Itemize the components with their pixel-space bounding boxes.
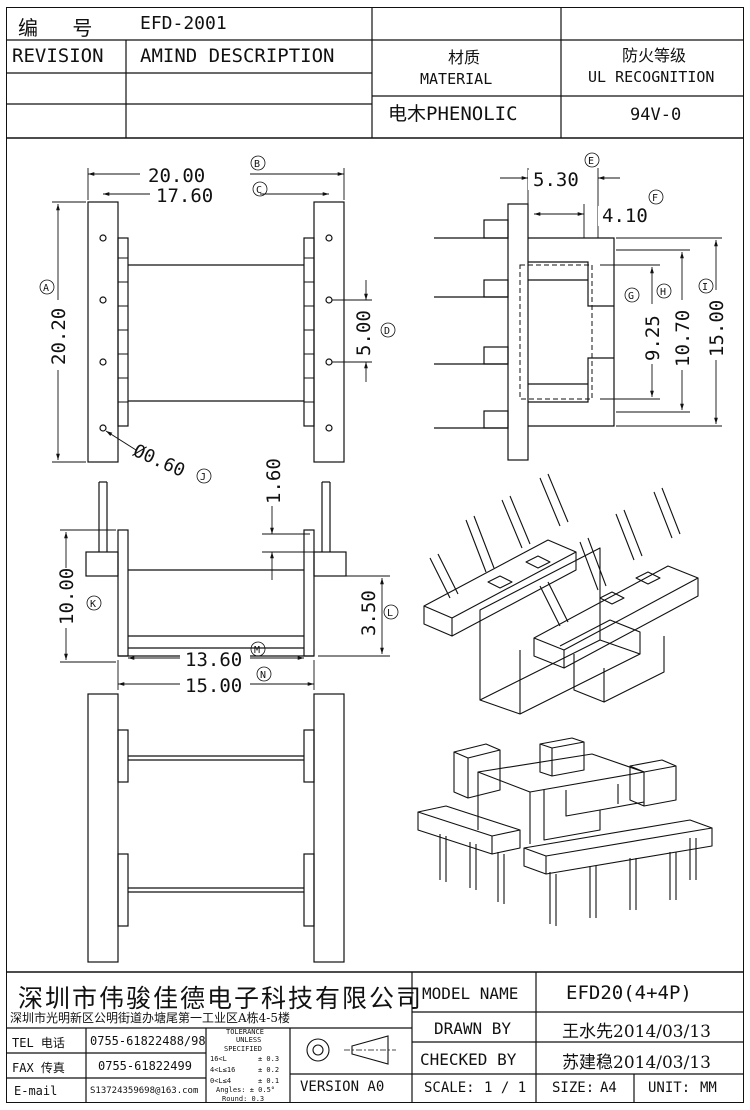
tel-label: TEL 电话 — [12, 1036, 65, 1050]
tel-value: 0755-61822488/98 — [90, 1034, 206, 1048]
size-value: A4 — [600, 1080, 617, 1096]
dim-e-value: 5.30 — [533, 169, 579, 191]
tolerance-row-value: ± 0.1 — [258, 1077, 280, 1085]
dim-g-value: 9.25 — [642, 315, 664, 361]
scale-label: SCALE: — [424, 1080, 475, 1096]
front-view — [85, 481, 347, 657]
dim-f-letter: F — [652, 193, 658, 204]
dim-i-letter: I — [702, 282, 708, 293]
fax-label: FAX 传真 — [12, 1061, 65, 1075]
dim-m-value: 13.60 — [185, 649, 242, 671]
material-en: MATERIAL — [420, 70, 493, 88]
scale-value: 1 / 1 — [484, 1080, 527, 1096]
dim-k-value: 10.00 — [56, 568, 78, 625]
email-value: S13724359698@163.com — [90, 1086, 199, 1096]
tolerance-unless: UNLESS — [236, 1036, 262, 1044]
dim-c-value: 17.60 — [156, 185, 213, 207]
header-grid — [6, 7, 744, 139]
dim-d-letter: D — [384, 326, 390, 337]
fax-value: 0755-61822499 — [98, 1059, 192, 1073]
ul-cn: 防火等级 — [622, 46, 687, 65]
drawing-sheet — [6, 7, 744, 1103]
tolerance-row-value: ± 0.2 — [258, 1066, 280, 1074]
amind-description-label: AMIND DESCRIPTION — [140, 45, 335, 67]
dim-j-letter: J — [200, 472, 206, 483]
serial-value: EFD-2001 — [140, 13, 227, 34]
tolerance-round: Round: 0.3 — [222, 1095, 265, 1103]
checked-by-label: CHECKED BY — [420, 1050, 517, 1069]
top-view — [87, 201, 345, 463]
revision-label: REVISION — [12, 45, 104, 67]
dim-k-letter: K — [90, 599, 96, 610]
dim-n-value: 15.00 — [185, 675, 242, 697]
unit-value: MM — [700, 1080, 717, 1096]
ul-en: UL RECOGNITION — [588, 68, 715, 86]
dim-a-letter: A — [43, 283, 49, 294]
dim-d-value: 5.00 — [353, 310, 375, 356]
size-label: SIZE: — [552, 1080, 595, 1096]
tolerance-row-range: 0<L≤4 — [210, 1077, 232, 1085]
dim-h-letter: H — [660, 287, 666, 298]
isometric-view-pins-down — [417, 737, 713, 926]
isometric-view-pins-up — [423, 473, 699, 715]
dim-h-value: 10.70 — [672, 310, 694, 367]
pin-hole — [99, 234, 107, 242]
tolerance-row-range: 16<L — [210, 1055, 227, 1063]
dim-c-letter: C — [256, 185, 262, 196]
drawn-by-value: 王水先2014/03/13 — [562, 1022, 711, 1042]
model-name-value: EFD20(4+4P) — [566, 982, 692, 1004]
dim-f-value: 4.10 — [602, 205, 648, 227]
dim-i-value: 15.00 — [706, 300, 728, 357]
dim-g-letter: G — [628, 291, 634, 302]
tolerance-row-value: ± 0.3 — [258, 1055, 280, 1063]
tolerance-row-range: 4<L≤16 — [210, 1066, 236, 1074]
drawing-area: 20.00 B 17.60 C 20.20 A 5.00 D Ø0.60 J — [39, 152, 728, 963]
bottom-view — [87, 693, 345, 963]
dim-l-value: 3.50 — [358, 590, 380, 636]
dim-b-letter: B — [254, 159, 260, 170]
tolerance-title: TOLERANCE — [226, 1028, 264, 1036]
side-view — [434, 203, 615, 461]
dim-top-pin-value: 1.60 — [263, 458, 285, 504]
dim-b-value: 20.00 — [148, 165, 205, 187]
serial-label: 编 号 — [18, 16, 107, 40]
projection-symbol-icon — [306, 1035, 396, 1065]
title-block-grid — [6, 971, 744, 1103]
dim-l-letter: L — [387, 608, 393, 619]
dim-e-letter: E — [588, 156, 594, 167]
tolerance-specified: SPECIFIED — [224, 1045, 262, 1053]
dim-m-letter: M — [254, 645, 260, 656]
model-name-label: MODEL NAME — [422, 984, 519, 1003]
email-label: E-mail — [14, 1084, 58, 1098]
dim-a-value: 20.20 — [48, 308, 70, 365]
company-name: 深圳市伟骏佳德电子科技有限公司 — [18, 984, 424, 1013]
unit-label: UNIT: — [648, 1080, 691, 1096]
ul-value: 94V-0 — [630, 105, 682, 125]
tolerance-angles: Angles: ± 0.5° — [216, 1086, 276, 1094]
material-value: 电木PHENOLIC — [388, 103, 518, 125]
material-cn: 材质 — [448, 48, 481, 67]
drawn-by-label: DRAWN BY — [434, 1019, 512, 1038]
checked-by-value: 苏建稳2014/03/13 — [562, 1053, 711, 1073]
dim-n-letter: N — [260, 670, 266, 681]
dim-j-value: Ø0.60 — [130, 440, 188, 481]
company-address: 深圳市光明新区公明街道办塘尾第一工业区A栋4-5楼 — [10, 1011, 290, 1025]
version-label: VERSION A0 — [300, 1079, 385, 1095]
